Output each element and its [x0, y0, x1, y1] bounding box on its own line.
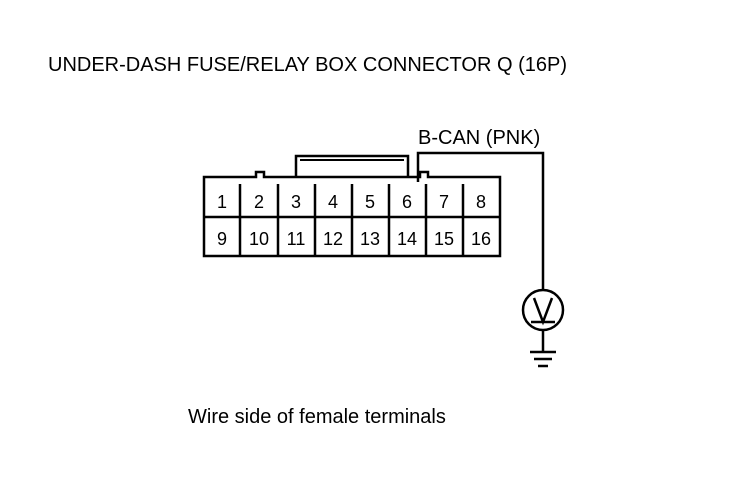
wire-label: B-CAN (PNK) — [418, 127, 540, 149]
b-can-wire — [416, 151, 545, 290]
pin-10: 10 — [249, 229, 269, 249]
pin-8: 8 — [476, 192, 486, 212]
connector-housing — [202, 170, 502, 258]
pin-2: 2 — [254, 192, 264, 212]
pin-row-bottom: 9 10 11 12 13 14 15 16 — [217, 229, 491, 249]
diagram-caption: Wire side of female terminals — [188, 406, 446, 428]
voltmeter-icon — [521, 288, 565, 332]
pin-5: 5 — [365, 192, 375, 212]
pin-14: 14 — [397, 229, 417, 249]
diagram-title: UNDER-DASH FUSE/RELAY BOX CONNECTOR Q (1… — [48, 54, 567, 76]
pin-6: 6 — [402, 192, 412, 212]
pin-13: 13 — [360, 229, 380, 249]
pin-1: 1 — [217, 192, 227, 212]
connector-lock-tab — [294, 154, 410, 177]
pin-12: 12 — [323, 229, 343, 249]
pin-7: 7 — [439, 192, 449, 212]
pin-4: 4 — [328, 192, 338, 212]
connector-16p: 1 2 3 4 5 6 7 8 9 10 11 12 13 14 15 16 — [202, 154, 502, 258]
ground-icon — [530, 330, 556, 368]
pin-row-top: 1 2 3 4 5 6 7 8 — [217, 192, 486, 212]
connector-cell-dividers — [238, 184, 465, 256]
pin-15: 15 — [434, 229, 454, 249]
pin-16: 16 — [471, 229, 491, 249]
pin-11: 11 — [287, 229, 306, 249]
pin-3: 3 — [291, 192, 301, 212]
pin-9: 9 — [217, 229, 227, 249]
